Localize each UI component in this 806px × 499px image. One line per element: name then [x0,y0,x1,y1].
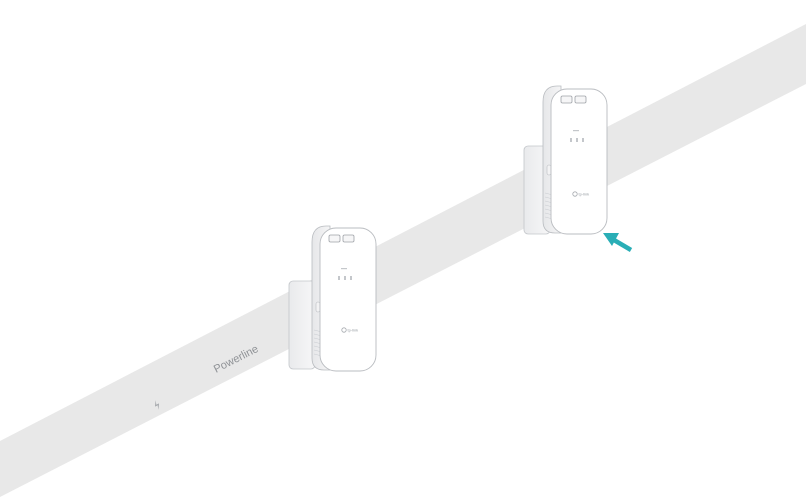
ethernet-port [574,95,587,104]
adapter-front [319,227,377,372]
ethernet-port [342,234,355,243]
side-button [315,301,321,313]
brand-label: tp-link [348,327,359,332]
powerline-strip [0,24,806,497]
led-indicators [570,130,584,142]
lightning-icon [154,400,160,410]
adapter-front [550,88,608,235]
ethernet-port [560,95,573,104]
pointing-arrow-icon [603,233,633,252]
powerline-adapter-left: tp-link [288,225,377,372]
brand-label: tp-link [579,191,590,196]
wall-plate [288,280,316,370]
ethernet-port [328,234,341,243]
led-indicators [338,268,352,280]
powerline-adapter-right: tp-link [523,85,608,235]
side-button [546,164,552,176]
tp-link-logo-icon [572,191,578,197]
tp-link-logo-icon [341,327,347,333]
